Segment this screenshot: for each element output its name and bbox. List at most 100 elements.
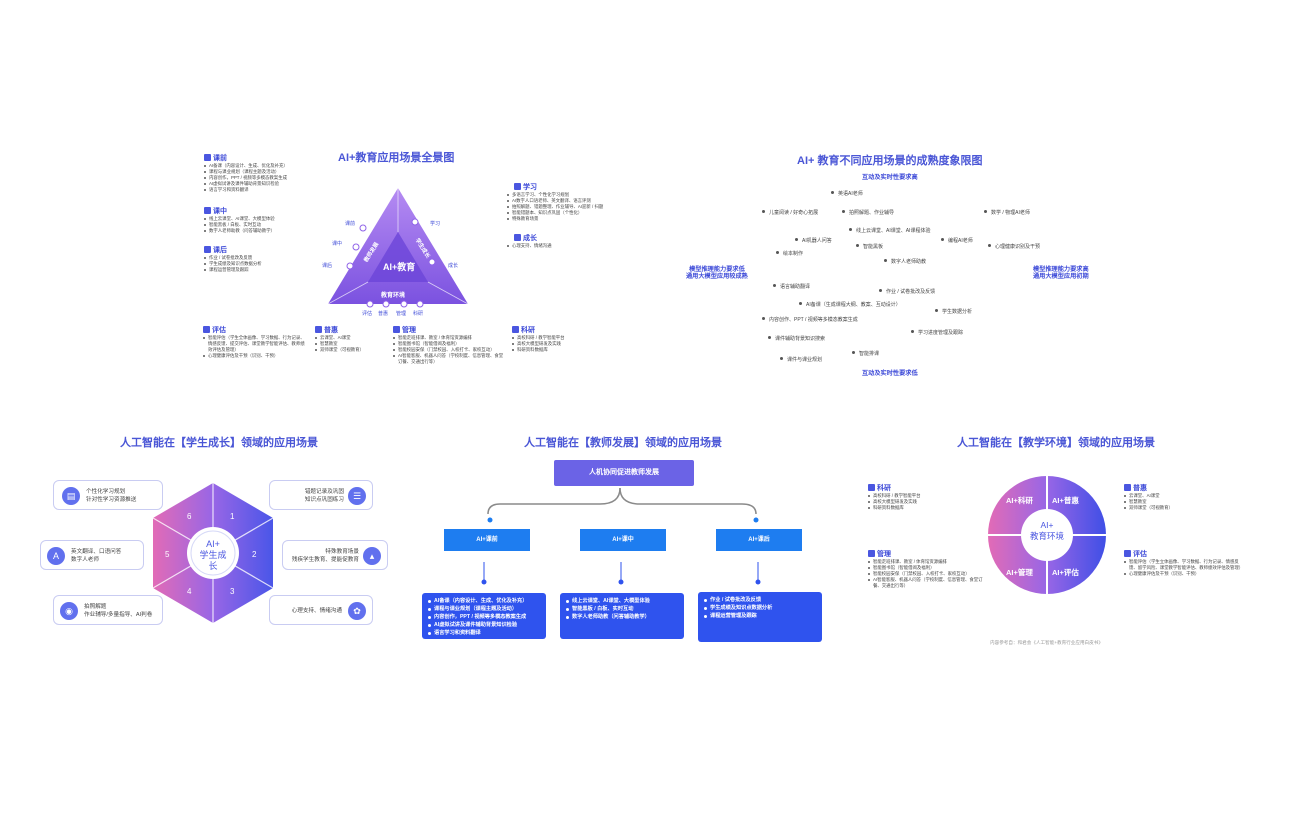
triangle-inner	[368, 232, 428, 282]
list-item: AI虚拟试讲及课件辅助背景知识检验	[204, 181, 324, 187]
list-item: AI智能客服、机器人问答（学校制度、信息管理、食堂订餐、交通出行等）	[393, 353, 505, 365]
student-growth-center: AI+ 学生成长	[199, 539, 227, 571]
list-item: 科研资料数据库	[868, 505, 968, 511]
list-item: 云课堂、AI课堂	[315, 335, 375, 341]
list-item: 心理支持、情绪沟通	[507, 243, 617, 249]
panorama-title: AI+教育应用场景全景图	[338, 152, 455, 164]
segment-5: 5	[165, 550, 170, 559]
panorama-bottom-0-list: 智能评估（学生全体画像、学习数据、行为记录、情感反馈、提交评估、课堂教学智能评估…	[203, 335, 308, 359]
list-item: AI虚拟试讲及课件辅助背景知识检验	[428, 621, 540, 629]
list-item: 作业 / 试卷批改及反馈	[704, 596, 816, 604]
tri-label-in: 课中	[332, 241, 343, 247]
list-item: 高校科研 / 教学智能平台	[868, 493, 968, 499]
tri-label-inclusive: 普惠	[378, 311, 389, 317]
panorama-right-1-header: 成长	[514, 233, 537, 243]
panorama-left-0-list: AI备课（内容设计、生成、优化及补充）课程与课业规划（课程主题及活动）内容创作，…	[204, 163, 324, 193]
teaching-env-donut	[988, 476, 1106, 594]
teaching-env-sec-1-icon	[1124, 484, 1131, 491]
quadrant-point: 数学 / 物理AI老师	[984, 209, 1030, 216]
panorama-left-1-list: 线上云课堂、AI课堂、大模型体验智能黑板 / 白板、实时互动数字人老师助教（问答…	[204, 216, 324, 234]
panorama-left-0-header: 课前	[204, 153, 227, 163]
teacher-col-1-box: 线上云课堂、AI课堂、大模型体验智能黑板 / 白板、实时互动数字人老师助教（问答…	[560, 593, 684, 639]
quadrant-point: 内容创作、PPT / 视频等多模态教案生成	[762, 316, 858, 323]
panorama-bottom-1-header: 普惠	[315, 325, 338, 335]
quadrant-research: AI+科研	[1006, 496, 1033, 505]
student-card-6: 心理支持、情绪沟通 ✿	[269, 595, 373, 625]
list-item: 智慧教室	[1124, 499, 1224, 505]
list-item: 数字人老师助教（问答辅助教学）	[204, 228, 324, 234]
quadrant-point: 智能排课	[852, 350, 879, 357]
list-item: 内容创作，PPT / 视频等多模态教案生成	[428, 613, 540, 621]
list-item: 课程运营管理及跟踪	[204, 267, 324, 273]
text-icon: A	[47, 547, 65, 565]
panorama-left-0-icon	[204, 154, 211, 161]
list-item: AI数字人口语老师、英文翻译、语言评测	[507, 198, 617, 204]
panorama-bottom-0-header: 评估	[203, 325, 226, 335]
panorama-right-1-icon	[514, 234, 521, 241]
panorama-bottom-2-icon	[393, 326, 400, 333]
quadrant-point: 英语AI老师	[831, 190, 863, 197]
student-growth-hexagon	[152, 483, 274, 623]
panorama-left-1-icon	[204, 207, 211, 214]
list-item: 智能走班排课、教室 / 体育馆资源编排	[393, 335, 505, 341]
panorama-bottom-3-list: 高校科研 / 教学智能平台高校大模型研发及实践科研资料数据库	[512, 335, 582, 353]
list-item: 智能黑板 / 白板、实时互动	[566, 605, 678, 613]
teacher-col-0-label: AI+课前	[444, 529, 530, 551]
list-item: 课程运营管理及跟踪	[704, 612, 816, 620]
list-item: 线上云课堂、AI课堂、大模型体验	[566, 597, 678, 605]
segment-4: 4	[187, 587, 192, 596]
teaching-env-sec-0-icon	[868, 484, 875, 491]
list-item: 双师课堂（可视教育）	[1124, 505, 1224, 511]
teacher-col-1-label: AI+课中	[580, 529, 666, 551]
tri-label-research: 科研	[413, 311, 424, 317]
student-card-1: ▤ 个性化学习规划针对性学习资源推送	[53, 480, 163, 510]
brain-icon: ✿	[348, 602, 366, 620]
education-triangle	[327, 188, 469, 308]
quadrant-title: AI+ 教育不同应用场景的成熟度象限图	[797, 155, 983, 167]
teaching-env-center: AI+ 教育环境	[1029, 520, 1064, 541]
list-item: 高校大模型研发及实践	[512, 341, 582, 347]
student-growth-title: 人工智能在【学生成长】领域的应用场景	[120, 437, 318, 449]
panorama-bottom-2-list: 智能走班排课、教室 / 体育馆资源编排智能图书馆（智能借阅及福利）智能校园安保（…	[393, 335, 505, 365]
student-card-2: 错题记录及巩固知识点巩固练习 ☰	[269, 480, 373, 510]
camera-icon: ◉	[60, 602, 78, 620]
teaching-env-sec-0-header: 科研	[868, 483, 891, 493]
teaching-env-sec-2-header: 管理	[868, 549, 891, 559]
list-item: 心理健康评估及干预（识别、干预）	[1124, 571, 1244, 577]
list-item: 学生成绩及知识点数据分析	[704, 604, 816, 612]
doc-icon: ☰	[348, 487, 366, 505]
teaching-env-sec-2-list: 智能走班排课、教室 / 体育馆资源编排智能图书馆（智能借阅及福利）智能校园安保（…	[868, 559, 984, 589]
panorama-bottom-3-icon	[512, 326, 519, 333]
list-item: 高校大模型研发及实践	[868, 499, 968, 505]
tri-label-manage: 管理	[396, 311, 407, 317]
list-item: 课程与课业规划（课程主题及活动）	[204, 169, 324, 175]
tri-label-grow: 成长	[448, 263, 459, 269]
axis-top: 互动及实时性要求高	[862, 174, 918, 181]
panorama-bottom-3-header: 科研	[512, 325, 535, 335]
quadrant-point: 智能黑板	[856, 243, 883, 250]
teacher-dev-title: 人工智能在【教师发展】领域的应用场景	[524, 437, 722, 449]
teaching-env-sec-3-list: 智能评估（学生立体画像、学习数据、行为记录、情感反馈、留学风险、课堂教学智能评估…	[1124, 559, 1244, 577]
quadrant-point: 语言辅助翻译	[773, 283, 810, 290]
list-item: 智能图书馆（智能借阅及福利）	[393, 341, 505, 347]
quadrant-point: AI机器人问答	[795, 237, 832, 244]
panorama-bottom-1-icon	[315, 326, 322, 333]
quadrant-point: 课件与课业规划	[780, 356, 822, 363]
tri-label-eval: 评估	[362, 311, 373, 317]
quadrant-point: AI备课（生成课程大纲、教案、互动设计）	[799, 301, 901, 308]
quadrant-point: 学习进度管理及跟踪	[911, 329, 963, 336]
quadrant-point: 编程AI老师	[941, 237, 973, 244]
triangle-bottom-side: 教育环境	[381, 293, 406, 299]
panorama-left-2-list: 作业 / 试卷批改及反馈学生成绩及知识点数据分析课程运营管理及跟踪	[204, 255, 324, 273]
triangle-center: AI+教育	[383, 262, 416, 272]
list-item: 数字人老师助教（问答辅助教学）	[566, 613, 678, 621]
list-item: 智能走班排课、教室 / 体育馆资源编排	[868, 559, 984, 565]
student-card-3: A 英文翻译、口语问答数字人老师	[40, 540, 144, 570]
list-item: 智能校园安保（门禁校园、入校打卡、家校互动）	[868, 571, 984, 577]
teacher-col-2-label: AI+课后	[716, 529, 802, 551]
tri-label-post: 课后	[322, 263, 333, 269]
student-card-4: 特殊教育场景残疾学生教育、提能促教育 ▴	[282, 540, 388, 570]
list-item: AI备课（内容设计、生成、优化及补充）	[428, 597, 540, 605]
list-item: 多语言学习、个性化学习规划	[507, 192, 617, 198]
list-item: 双师课堂（可视教育）	[315, 347, 375, 353]
